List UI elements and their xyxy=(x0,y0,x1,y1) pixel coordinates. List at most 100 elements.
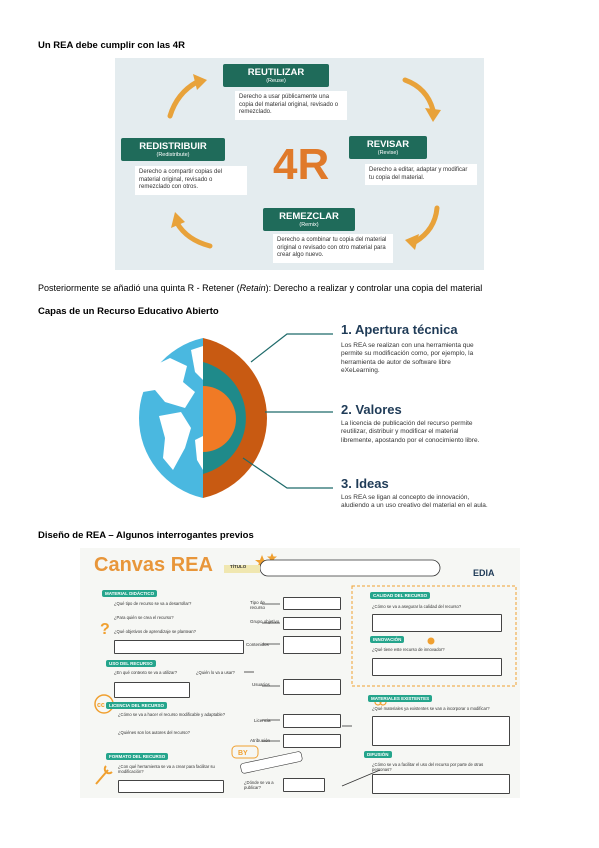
q-para-quien: ¿Para quién se crea el recurso? xyxy=(114,615,174,620)
arrow-bottom-right xyxy=(412,205,440,245)
answer-box[interactable] xyxy=(283,734,341,748)
box-redistribuir: REDISTRIBUIR (Redistribute) xyxy=(121,138,225,161)
desc-revisar: Derecho a editar, adaptar y modificar tu… xyxy=(365,164,477,185)
question-mark-icon: ? xyxy=(100,621,110,638)
fifth-r-italic: Retain xyxy=(239,283,266,293)
canvas-title: Canvas REA xyxy=(94,554,213,576)
land-4 xyxy=(195,436,203,470)
bar-innovacion: INNOVACIÓN xyxy=(370,636,405,643)
land-3 xyxy=(191,346,203,380)
answer-box[interactable] xyxy=(114,640,244,654)
bar-licencia: LICENCIA DEL RECURSO xyxy=(106,702,168,709)
layer-core xyxy=(203,386,236,452)
figure-layers: 1. Apertura técnica Los REA se realizan … xyxy=(115,320,488,518)
label-licencia: Licencia xyxy=(254,718,271,723)
answer-box[interactable] xyxy=(372,716,510,746)
edia-logo: EDIA xyxy=(473,568,495,578)
title-tag xyxy=(224,565,260,573)
box-title: REVISAR xyxy=(366,139,410,150)
q-tipo: ¿Qué tipo de recurso se va a desarrollar… xyxy=(114,601,192,606)
answer-box[interactable] xyxy=(114,682,190,698)
connector-1 xyxy=(250,333,333,363)
box-title: REMEZCLAR xyxy=(279,211,339,222)
by-badge xyxy=(231,745,259,759)
bar-calidad: CALIDAD DEL RECURSO xyxy=(370,592,431,599)
layer-title-2: 2. Valores xyxy=(341,402,402,417)
answer-box[interactable] xyxy=(283,636,341,654)
layer-desc-1: Los REA se realizan con una herramienta … xyxy=(341,342,474,374)
connector-3 xyxy=(242,457,333,489)
figure-4r: REUTILIZAR (Reuse) Derecho a usar públic… xyxy=(115,58,484,270)
label-usuarios: Usuarios xyxy=(252,682,270,687)
fifth-r-suffix: ): Derecho a realizar y controlar una co… xyxy=(265,283,483,293)
answer-box[interactable] xyxy=(283,778,325,792)
q-materiales: ¿Qué materiales ya existentes se van a i… xyxy=(372,706,490,711)
star-icon xyxy=(267,553,277,562)
layer-title-3: 3. Ideas xyxy=(341,476,389,491)
answer-box[interactable] xyxy=(372,774,510,794)
box-subtitle: (Redistribute) xyxy=(156,152,190,158)
bar-uso: USO DEL RECURSO xyxy=(106,660,156,667)
label-grupo: Grupo objetivo xyxy=(250,619,280,624)
land-1 xyxy=(143,358,195,408)
fifth-r-text: Posteriormente se añadió una quinta R - … xyxy=(38,283,482,293)
heading-layers: Capas de un Recurso Educativo Abierto xyxy=(38,306,219,317)
lightbulb-icon xyxy=(427,637,435,645)
cycle-arrows xyxy=(167,74,441,250)
q-herramienta: ¿Con qué herramienta se va a crear para … xyxy=(118,764,215,774)
answer-box[interactable] xyxy=(372,614,502,632)
q-publicar: ¿Dónde se va a publicar? xyxy=(244,780,274,790)
layer-desc-3: Los REA se ligan al concepto de innovaci… xyxy=(341,494,488,510)
box-reutilizar: REUTILIZAR (Reuse) xyxy=(223,64,329,87)
arrow-top-right xyxy=(402,77,436,113)
bar-material: MATERIAL DIDÁCTICO xyxy=(102,590,158,597)
box-title: REUTILIZAR xyxy=(247,67,305,78)
label-tipo: Tipo de recurso xyxy=(250,600,266,610)
answer-box[interactable] xyxy=(283,617,341,630)
answer-box[interactable] xyxy=(283,714,341,728)
box-subtitle: (Revise) xyxy=(377,150,399,156)
bar-materiales: MATERIALES EXISTENTES xyxy=(368,695,433,702)
figure-canvas: Canvas REA EDIA ? cc BY xyxy=(80,548,520,798)
q-difusion: ¿Cómo se va a facilitar el uso del recur… xyxy=(372,762,484,772)
land-2 xyxy=(159,412,191,470)
layer-desc-2: La licencia de publicación del recurso p… xyxy=(341,420,480,444)
arrow-bottom-left xyxy=(174,220,213,249)
q-autores: ¿Quiénes son los autores del recurso? xyxy=(118,730,190,735)
answer-box[interactable] xyxy=(118,780,224,793)
answer-box[interactable] xyxy=(283,679,341,695)
fifth-r-prefix: Posteriormente se añadió una quinta R - … xyxy=(38,283,240,293)
box-revisar: REVISAR (Revise) xyxy=(349,136,427,159)
q-contexto: ¿En qué contexto se va a utilizar? xyxy=(114,670,178,675)
svg-text:cc: cc xyxy=(97,702,105,709)
box-subtitle: (Reuse) xyxy=(266,78,286,84)
box-title: REDISTRIBUIR xyxy=(139,141,207,152)
heading-4r: Un REA debe cumplir con las 4R xyxy=(38,40,185,51)
q-modificable: ¿Cómo se va a hacer el recurso modificab… xyxy=(118,712,226,717)
title-box xyxy=(259,559,441,577)
answer-box[interactable] xyxy=(283,597,341,610)
globe-diagram xyxy=(139,333,333,498)
box-remezclar: REMEZCLAR (Remix) xyxy=(263,208,355,231)
canvas-decorations: EDIA ? cc BY xyxy=(94,553,517,787)
bar-difusion: DIFUSIÓN xyxy=(364,751,392,758)
q-quien: ¿Quién lo va a usar? xyxy=(196,670,235,675)
label-atribucion: Atribución xyxy=(250,738,271,743)
layer-title-1: 1. Apertura técnica xyxy=(341,322,458,337)
svg-text:BY: BY xyxy=(238,750,248,757)
arrow-top-left xyxy=(167,79,200,119)
wrench-icon xyxy=(95,765,113,785)
center-4r: 4R xyxy=(273,140,330,189)
q-objetivos: ¿Qué objetivos de aprendizaje se plantea… xyxy=(114,629,196,634)
answer-box[interactable] xyxy=(372,658,502,676)
desc-redistribuir: Derecho a compartir copias del material … xyxy=(135,166,247,195)
box-subtitle: (Remix) xyxy=(299,222,319,228)
label-contenidos: Contenidos xyxy=(246,642,269,647)
q-calidad: ¿Cómo se va a asegurar la calidad del re… xyxy=(372,604,462,609)
heading-canvas: Diseño de REA – Algunos interrogantes pr… xyxy=(38,530,254,541)
desc-remezclar: Derecho a combinar tu copia del material… xyxy=(273,234,393,263)
quality-panel xyxy=(351,585,517,687)
q-innovador: ¿Qué tiene este recurso de innovador? xyxy=(372,647,445,652)
title-label: TÍTULO xyxy=(230,564,247,569)
desc-reutilizar: Derecho a usar públicamente una copia de… xyxy=(235,91,347,120)
